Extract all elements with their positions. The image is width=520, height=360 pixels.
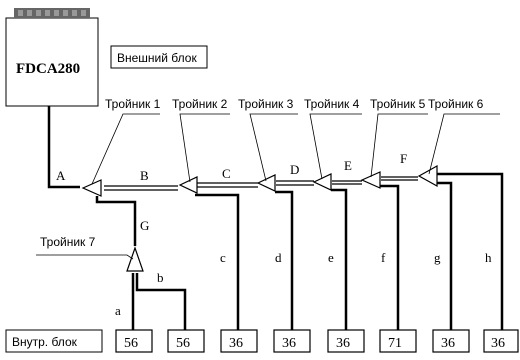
indoor-unit-8 (483, 329, 519, 353)
segment-label-C: C (222, 166, 231, 181)
outdoor-unit-caption-box (110, 45, 208, 69)
indoor-unit-1-capacity: 56 (124, 336, 138, 351)
indoor-unit-caption: Внутр. блок (12, 335, 78, 349)
tee-label-1: Тройник 1 (105, 97, 161, 111)
tee-label-7: Тройник 7 (40, 235, 96, 249)
branch-label-a: a (115, 303, 121, 318)
branch-label-b: b (157, 270, 164, 285)
tee-labels: Тройник 1 Тройник 2 Тройник 3 Тройник 4 … (40, 97, 484, 249)
indoor-unit-7 (432, 329, 470, 353)
indoor-units: 56 56 36 36 36 71 36 36 (115, 329, 519, 353)
tee-3-symbol (256, 174, 276, 192)
segment-label-B: B (140, 168, 149, 183)
segment-label-G: G (140, 218, 149, 233)
branch-label-h: h (485, 250, 492, 265)
indoor-unit-6-capacity: 71 (388, 336, 402, 351)
branch-pipes (95, 172, 504, 330)
indoor-unit-3-capacity: 36 (229, 336, 243, 351)
tee-label-3: Тройник 3 (238, 97, 294, 111)
segment-label-E: E (344, 158, 352, 173)
branch-label-f: f (381, 250, 386, 265)
indoor-unit-3 (220, 329, 258, 353)
tee-4-symbol (312, 173, 332, 191)
indoor-unit-8-capacity: 36 (491, 336, 505, 351)
tee-1-symbol (81, 179, 102, 197)
segment-label-A: A (56, 168, 66, 183)
outdoor-unit-body (5, 17, 99, 107)
tee-label-2: Тройник 2 (172, 97, 228, 111)
main-segment-labels: A B C D E F G (56, 151, 407, 233)
branch-label-c: c (220, 250, 226, 265)
indoor-unit-7-capacity: 36 (441, 336, 455, 351)
segment-label-F: F (400, 151, 407, 166)
branch-label-g: g (434, 250, 441, 265)
fan-grille-icon (14, 8, 90, 18)
tee-6-symbol (417, 164, 438, 188)
outdoor-unit: FDCA280 (5, 8, 99, 107)
indoor-unit-caption-box (5, 329, 103, 353)
outdoor-unit-caption: Внешний блок (117, 51, 197, 65)
branch-label-d: d (275, 250, 282, 265)
branch-label-e: e (328, 250, 334, 265)
indoor-unit-1 (115, 329, 153, 353)
branch-segment-labels: a b c d e f g h (115, 250, 492, 318)
indoor-unit-2 (167, 329, 205, 353)
tee-leaders (36, 113, 500, 260)
tee-label-6: Тройник 6 (428, 97, 484, 111)
tee-7-symbol (126, 246, 144, 272)
segment-label-D: D (290, 162, 299, 177)
tee-2-symbol (178, 176, 198, 194)
tee-label-5: Тройник 5 (370, 97, 426, 111)
indoor-unit-6 (379, 329, 417, 353)
tee-label-4: Тройник 4 (304, 97, 360, 111)
indoor-unit-4-capacity: 36 (282, 336, 296, 351)
tee-symbols (81, 164, 438, 272)
indoor-unit-2-capacity: 56 (176, 336, 190, 351)
indoor-unit-4 (273, 329, 311, 353)
outdoor-unit-model: FDCA280 (16, 61, 80, 77)
indoor-unit-5-capacity: 36 (336, 336, 350, 351)
indoor-unit-5 (327, 329, 365, 353)
main-pipe (47, 106, 418, 191)
